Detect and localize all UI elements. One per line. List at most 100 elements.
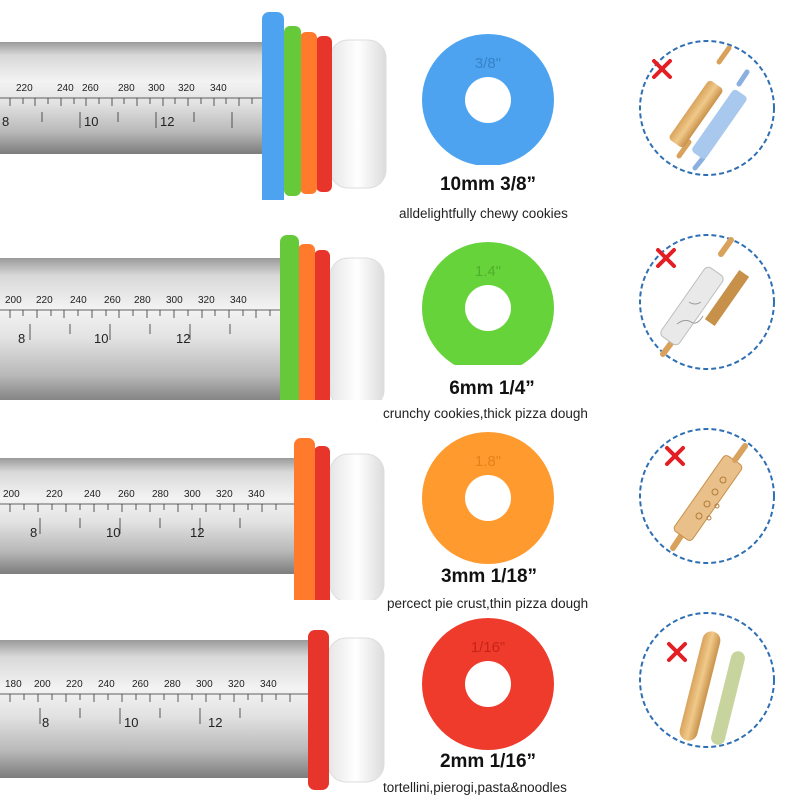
inch-label: 10 [106, 525, 120, 540]
red-x-icon [656, 248, 676, 268]
not-recommended-pins-comparison [639, 428, 775, 564]
rolling-pin-with-red-ring: 180 200 220 240 260 280 300 320 340 8 10… [0, 630, 385, 790]
ruler-labels: 200 220 240 260 280 300 320 340 8 10 12 [5, 295, 247, 346]
tick-label: 280 [164, 679, 181, 690]
tick-label: 300 [148, 83, 165, 94]
red-ring [314, 250, 330, 400]
tick-label: 300 [166, 295, 183, 306]
disc-size-text: 1.8" [475, 453, 501, 470]
tick-label: 340 [210, 83, 227, 94]
tick-label: 320 [216, 489, 233, 500]
disc-size-text: 1.4" [475, 263, 501, 280]
inch-label: 10 [84, 114, 98, 129]
inch-label: 12 [190, 525, 204, 540]
blue-ring [262, 12, 284, 200]
steel-barrel [0, 640, 310, 778]
not-recommended-pins-comparison [639, 234, 775, 370]
tick-label: 320 [228, 679, 245, 690]
wooden-and-silicone-rolling-pins-icon [669, 45, 750, 171]
red-x-icon [665, 446, 685, 466]
tick-label: 260 [118, 489, 135, 500]
tick-label: 300 [196, 679, 213, 690]
tick-label: 220 [36, 295, 53, 306]
red-x-icon [667, 642, 687, 662]
tick-label: 260 [104, 295, 121, 306]
ruler-ticks [9, 504, 277, 534]
thickness-row-3: 200 220 240 260 280 300 320 340 8 10 12 … [0, 400, 800, 611]
use-description: tortellini,pierogi,pasta&noodles [383, 780, 567, 795]
thickness-size: 10mm 3/8” [439, 174, 537, 195]
ruler-ticks [9, 98, 253, 128]
red-spacer-disc: 1/16" [422, 618, 554, 750]
tick-label: 240 [70, 295, 87, 306]
thickness-size: 3mm 1/18” [440, 566, 538, 587]
not-recommended-pins-comparison [639, 40, 775, 176]
tick-label: 280 [152, 489, 169, 500]
tick-label: 240 [57, 83, 74, 94]
ruler-labels: 200 220 240 260 280 300 320 340 8 10 12 [3, 489, 265, 540]
green-ring [280, 235, 299, 400]
tick-label: 280 [134, 295, 151, 306]
red-ring [308, 630, 329, 790]
thickness-disc-group: 1.4" [410, 200, 570, 400]
thickness-disc-group: 1/16" [410, 600, 570, 800]
ruler-labels: 220 240 260 280 300 320 340 8 10 12 [2, 83, 227, 129]
tick-label: 260 [82, 83, 99, 94]
blue-spacer-disc: 3/8" [422, 34, 554, 165]
thickness-row-1: 220 240 260 280 300 320 340 8 10 12 3/8"… [0, 0, 800, 221]
rolling-pin-with-green-ring: 200 220 240 260 280 300 320 340 8 10 12 [0, 235, 385, 400]
end-cap [327, 637, 385, 783]
use-description: alldelightfully chewy cookies [399, 206, 568, 221]
orange-ring [300, 32, 317, 194]
tick-label: 220 [16, 83, 33, 94]
orange-ring [298, 244, 315, 400]
marble-rolling-pin-icon [660, 237, 750, 357]
end-cap [329, 453, 385, 600]
tick-label: 320 [178, 83, 195, 94]
thickness-row-2: 200 220 240 260 280 300 320 340 8 10 12 … [0, 200, 800, 421]
rolling-pin-with-orange-ring: 200 220 240 260 280 300 320 340 8 10 12 [0, 438, 385, 600]
inch-label: 12 [160, 114, 174, 129]
tick-label: 200 [3, 489, 20, 500]
tick-label: 240 [84, 489, 101, 500]
thickness-size: 6mm 1/4” [449, 378, 535, 399]
inch-label: 10 [94, 331, 108, 346]
red-ring [316, 36, 332, 192]
tick-label: 340 [260, 679, 277, 690]
tick-label: 260 [132, 679, 149, 690]
red-x-icon [652, 59, 672, 79]
ruler-ticks [9, 694, 291, 724]
tick-label: 200 [5, 295, 22, 306]
inch-label: 8 [18, 331, 25, 346]
tick-label: 180 [5, 679, 22, 690]
ruler-labels: 180 200 220 240 260 280 300 320 340 8 10… [5, 679, 277, 730]
end-cap [329, 39, 387, 189]
tick-label: 200 [34, 679, 51, 690]
tick-label: 220 [66, 679, 83, 690]
tick-label: 240 [98, 679, 115, 690]
tick-label: 340 [230, 295, 247, 306]
tick-label: 280 [118, 83, 135, 94]
not-recommended-pins-comparison [639, 612, 775, 748]
steel-barrel [0, 458, 296, 574]
inch-label: 10 [124, 715, 138, 730]
tick-label: 320 [198, 295, 215, 306]
disc-size-text: 3/8" [475, 55, 501, 72]
thickness-row-4: 180 200 220 240 260 280 300 320 340 8 10… [0, 600, 800, 800]
tick-label: 300 [184, 489, 201, 500]
inch-label: 8 [30, 525, 37, 540]
orange-spacer-disc: 1.8" [422, 432, 554, 564]
embossed-rolling-pin-icon [670, 443, 748, 551]
green-ring [284, 26, 301, 196]
thickness-size: 2mm 1/16” [439, 751, 537, 772]
end-cap [329, 257, 385, 400]
use-description: percect pie crust,thin pizza dough [387, 596, 589, 611]
thickness-disc-group: 1.8" [410, 400, 570, 600]
french-rolling-pins-icon [679, 631, 745, 745]
red-ring [314, 446, 330, 600]
inch-label: 8 [42, 715, 49, 730]
green-spacer-disc: 1.4" [422, 242, 554, 365]
inch-label: 12 [208, 715, 222, 730]
tick-label: 340 [248, 489, 265, 500]
thickness-disc-group: 3/8" [410, 0, 570, 200]
